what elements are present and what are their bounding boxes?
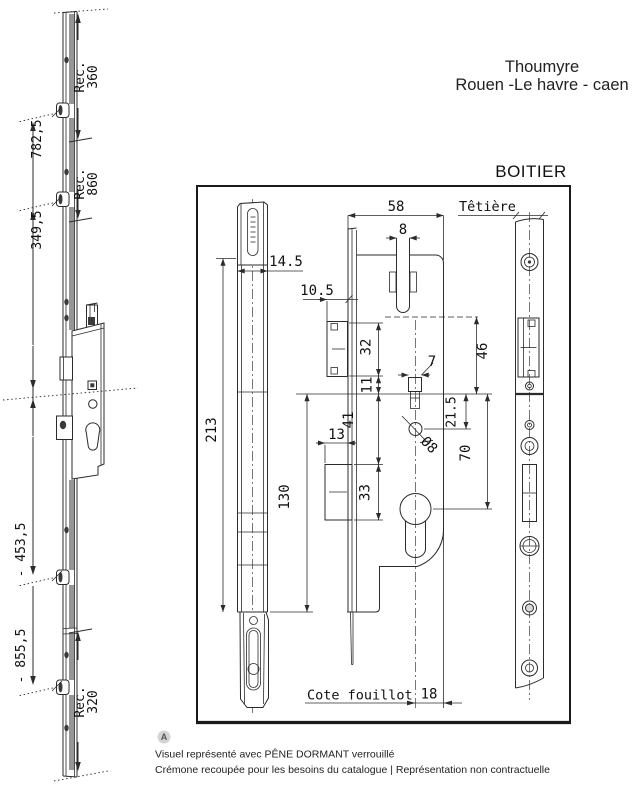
rail-rec-mid-value: 860 [86, 172, 101, 195]
dim-21-5: 21.5 [445, 396, 460, 427]
rail-dim-855-5: - 855,5 [14, 629, 29, 684]
dim-7: 7 [428, 354, 436, 370]
rail-dim-349-5: 349,5 [30, 210, 45, 249]
roller-cam [56, 191, 70, 207]
roller-cam [56, 679, 70, 695]
dim-130: 130 [277, 484, 293, 509]
rail-rec-top-label: Rec. [73, 61, 88, 92]
rail-dim-453-5: - 453,5 [14, 523, 29, 578]
footnote-marker: A [161, 732, 168, 742]
product-marking [250, 216, 256, 243]
dim-213: 213 [204, 417, 220, 442]
footer: A Visuel représenté avec PÊNE DORMANT ve… [155, 730, 550, 776]
dim-13: 13 [328, 427, 345, 443]
dim-18: 18 [421, 687, 438, 703]
header: Thoumyre Rouen -Le havre - caen BOITIER [455, 58, 628, 181]
dim-32: 32 [359, 339, 375, 356]
rail-rec-mid-label: Rec. [73, 168, 88, 199]
dim-41: 41 [341, 412, 357, 429]
dim-8: 8 [399, 222, 407, 238]
dim-58: 58 [388, 199, 405, 215]
dim-70: 70 [458, 445, 474, 462]
brand-cities: Rouen -Le havre - caen [455, 76, 628, 94]
dim-33: 33 [358, 484, 374, 501]
rail-rivets [64, 56, 69, 732]
cremone-rail-view: Rec. 360 782,5 Rec. 860 349,5 - 453,5 - … [2, 8, 139, 782]
rail-rec-top-value: 360 [86, 65, 101, 88]
tetiere-view: Têtière [458, 199, 548, 700]
boitier-section-view: 8 58 10.5 32 11 41 13 [237, 199, 492, 710]
dim-dia-8: Ø8 [417, 434, 440, 457]
cote-fouillot-label: Cote fouillot [307, 688, 413, 704]
dim-11: 11 [360, 377, 376, 394]
rail-rec-bottom-value: 320 [86, 690, 101, 713]
euro-cylinder-hole [85, 422, 101, 451]
rail-rec-bottom-label: Rec. [73, 686, 88, 717]
dim-14-5: 14.5 [269, 254, 303, 270]
roller-cam [56, 102, 70, 118]
footnote-line2: Crémone recoupée pour les besoins du cat… [155, 764, 550, 776]
roller-cam [56, 569, 70, 585]
dim-10-5: 10.5 [300, 283, 334, 299]
brand-name: Thoumyre [505, 58, 579, 76]
rail-dim-782-5: 782,5 [30, 119, 45, 158]
footnote-line1: Visuel représenté avec PÊNE DORMANT verr… [155, 748, 395, 761]
boitier-rear-view: 14.5 213 [204, 199, 303, 714]
footnote-marker-badge [157, 730, 171, 744]
tetiere-label: Têtière [459, 199, 516, 215]
page-title: BOITIER [495, 162, 567, 181]
dim-46: 46 [475, 343, 491, 360]
rail-lock-case [56, 302, 105, 480]
